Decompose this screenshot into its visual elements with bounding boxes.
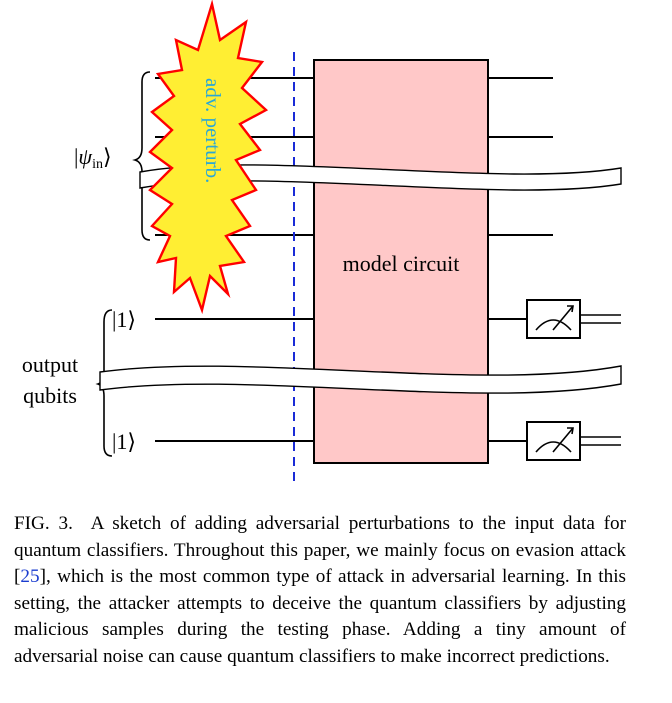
caption-text-b: ], which is the most common type of atta… — [14, 566, 626, 667]
output-qubits-label-line2: qubits — [23, 383, 77, 408]
model-circuit-label: model circuit — [343, 251, 460, 276]
caption-label: FIG. 3. — [14, 513, 73, 534]
output-qubits-label-line1: output — [22, 352, 78, 377]
measurement-1 — [526, 299, 581, 339]
circuit-figure: adv. perturb. model circuit |ψin⟩ output… — [22, 0, 622, 482]
ket-one-label-2: |1⟩ — [112, 429, 136, 454]
input-state-label: |ψin⟩ — [74, 144, 112, 172]
break-band-bottom — [99, 365, 622, 394]
caption-text-a: A sketch of adding adversarial perturbat… — [14, 513, 626, 588]
measurement-2 — [526, 421, 581, 461]
model-circuit-box — [313, 59, 489, 464]
figure-caption: FIG. 3. A sketch of adding adversarial p… — [14, 511, 626, 671]
adversarial-starburst — [148, 0, 269, 315]
output-brace — [95, 309, 113, 457]
citation-link[interactable]: 25 — [20, 566, 40, 588]
break-band-top — [139, 164, 622, 191]
input-brace — [132, 71, 151, 241]
perturbation-label: adv. perturb. — [201, 78, 225, 183]
ket-one-label-1: |1⟩ — [112, 307, 136, 332]
